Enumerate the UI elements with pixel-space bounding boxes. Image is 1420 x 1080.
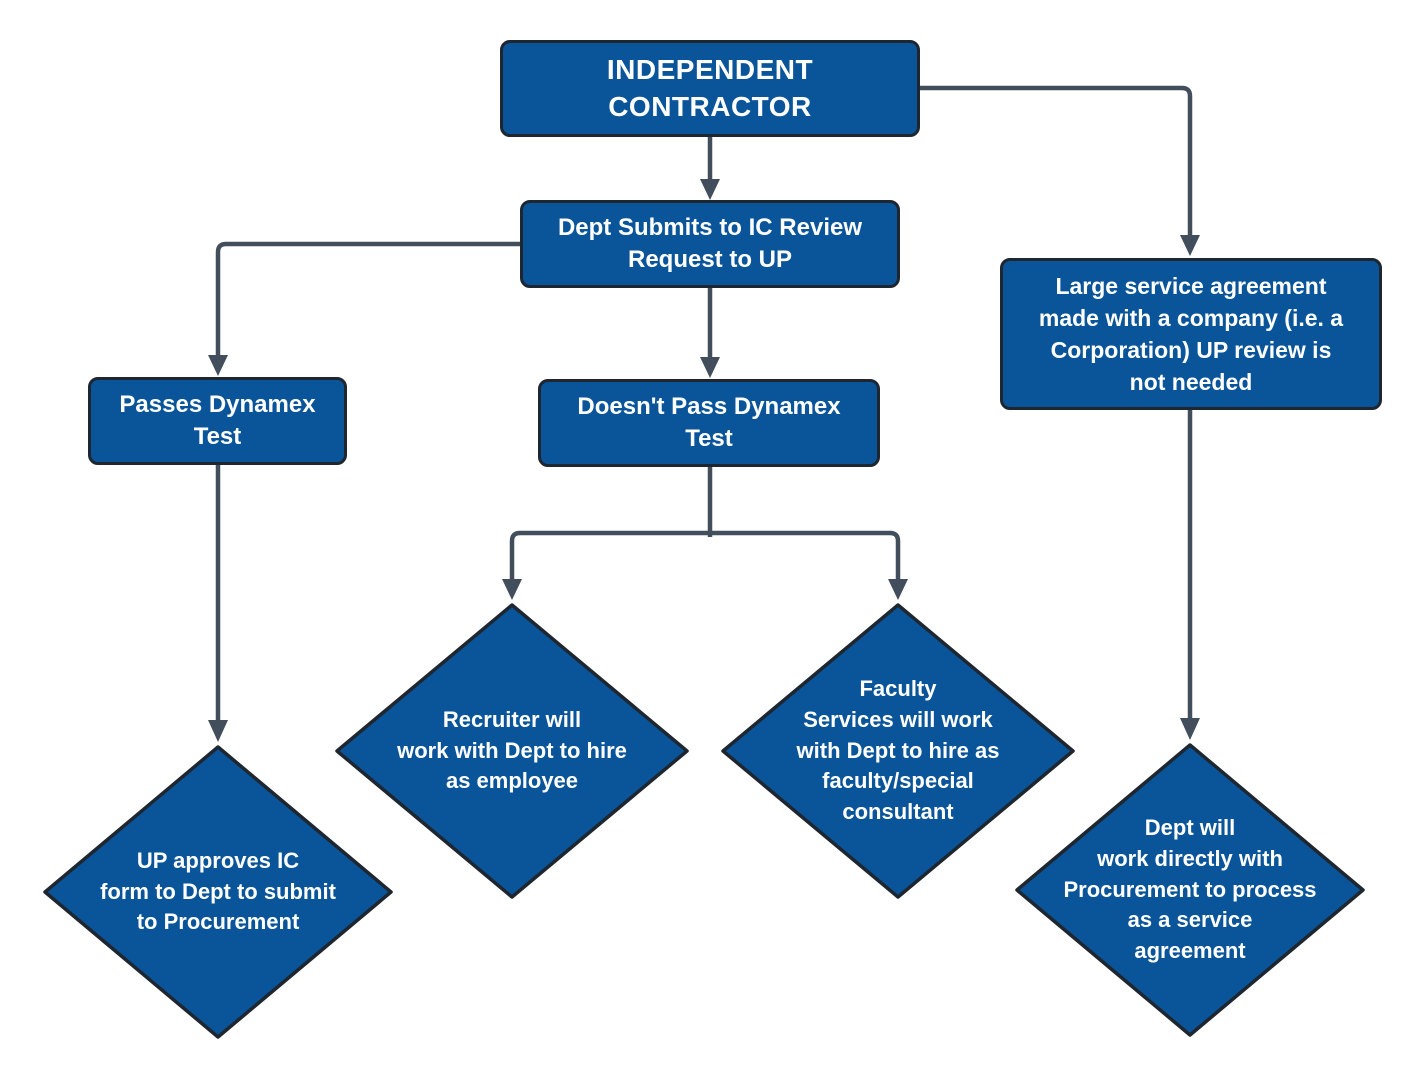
- diamond-shape: [43, 745, 393, 1039]
- connector-dept-submits-to-doesnt-pass: [700, 288, 720, 378]
- node-independent-contractor-label: INDEPENDENT CONTRACTOR: [606, 53, 814, 122]
- diamond-shape: [721, 603, 1075, 899]
- node-faculty-services-hire-label: Faculty Services will work with Dept to …: [796, 676, 1000, 825]
- connector-ic-to-large-service: [920, 85, 1200, 256]
- node-independent-contractor: INDEPENDENT CONTRACTOR: [500, 40, 920, 137]
- node-up-approves-ic-form: UP approves IC form to Dept to submit to…: [42, 744, 394, 1040]
- node-large-service-agreement: Large service agreement made with a comp…: [1000, 258, 1382, 410]
- connector-passes-test-to-up-approves: [208, 465, 228, 742]
- node-dept-submits-label: Dept Submits to IC Review Request to UP: [557, 214, 863, 273]
- node-recruiter-hire-employee: Recruiter will work with Dept to hire as…: [334, 602, 690, 900]
- node-faculty-services-hire: Faculty Services will work with Dept to …: [720, 602, 1076, 900]
- connector-large-service-to-dept-procurement: [1180, 410, 1200, 740]
- diamond-shape: [335, 603, 689, 899]
- node-passes-dynamex-test: Passes Dynamex Test: [88, 377, 347, 465]
- connector-dept-submits-to-passes-test: [208, 241, 520, 376]
- node-recruiter-hire-employee-label: Recruiter will work with Dept to hire as…: [397, 706, 627, 794]
- node-doesnt-pass-dynamex-test-label: Doesn't Pass Dynamex Test: [577, 393, 841, 452]
- diamond-shape: [1015, 743, 1365, 1037]
- node-dept-submits: Dept Submits to IC Review Request to UP: [520, 200, 900, 288]
- node-dept-procurement-service-agreement: Dept will work directly with Procurement…: [1014, 742, 1366, 1038]
- connector-doesnt-pass-split: [502, 467, 908, 600]
- node-up-approves-ic-form-label: UP approves IC form to Dept to submit to…: [100, 847, 336, 935]
- node-passes-dynamex-test-label: Passes Dynamex Test: [119, 391, 316, 450]
- node-dept-procurement-service-agreement-label: Dept will work directly with Procurement…: [1063, 815, 1317, 964]
- node-doesnt-pass-dynamex-test: Doesn't Pass Dynamex Test: [538, 379, 880, 467]
- connector-ic-to-dept-submits: [700, 137, 720, 200]
- node-large-service-agreement-label: Large service agreement made with a comp…: [1038, 272, 1344, 396]
